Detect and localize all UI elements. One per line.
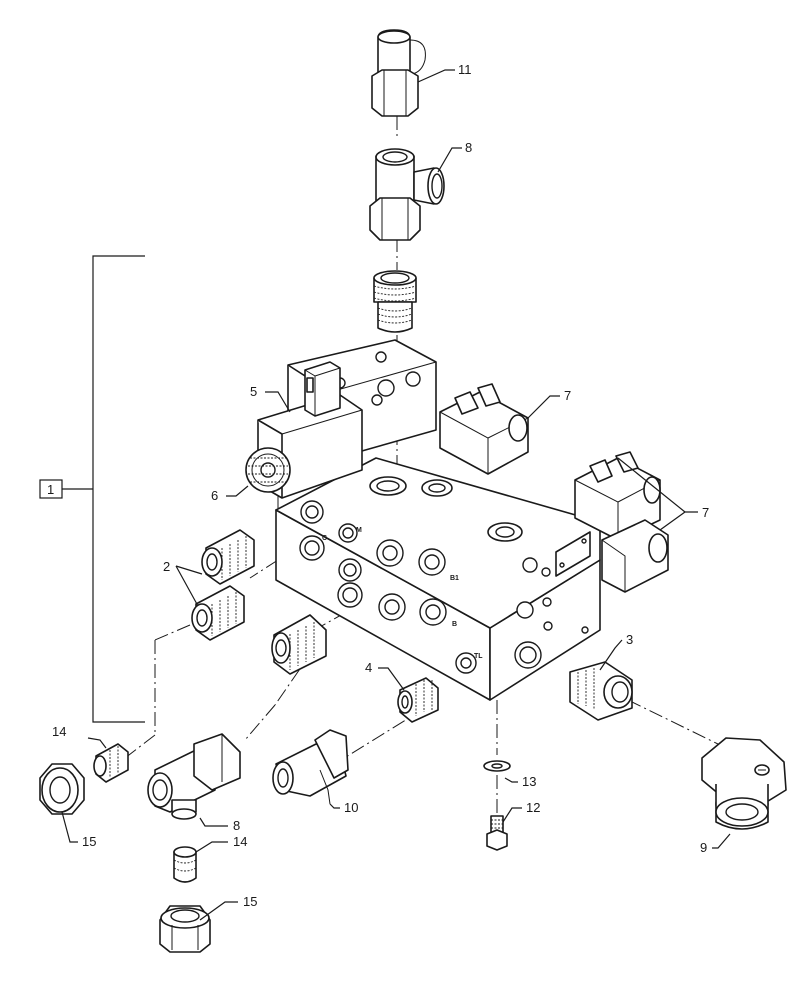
callout-1: 1 [47, 482, 54, 497]
washer-13 [483, 760, 511, 772]
threaded-adapter-top [373, 270, 417, 333]
callout-8-bottom: 8 [233, 818, 240, 833]
callout-9: 9 [700, 840, 707, 855]
callout-box-1 [39, 479, 63, 499]
callout-7-lower: 7 [702, 505, 709, 520]
leader-lines [61, 69, 731, 921]
tee-fitting-8-top [369, 148, 445, 241]
solenoid-valve-7-lower [574, 451, 669, 593]
solenoid-valve-7-upper [439, 383, 529, 475]
bolt-12 [486, 815, 508, 851]
port-label-tl: TL [474, 653, 483, 660]
adapter-fitting-2 [191, 529, 255, 641]
assembly-bracket [39, 255, 145, 723]
cap-nut-15-upper [39, 763, 85, 815]
test-coupling-11 [371, 29, 426, 117]
tee-fitting-8-bottom [147, 733, 241, 820]
callout-11: 11 [458, 62, 472, 77]
callout-12: 12 [526, 800, 540, 815]
callout-14-lower: 14 [233, 834, 247, 849]
callout-15-upper: 15 [82, 834, 96, 849]
callout-6: 6 [211, 488, 218, 503]
plug-fitting-4 [397, 677, 439, 723]
port-label-b1: B1 [450, 575, 459, 582]
port-label-m: M [356, 527, 362, 534]
callout-15-lower: 15 [243, 894, 257, 909]
callout-4: 4 [365, 660, 372, 675]
callout-14-upper: 14 [52, 724, 66, 739]
swivel-elbow-9 [701, 737, 787, 830]
threaded-adapter-mid [271, 614, 327, 675]
callout-7-upper: 7 [564, 388, 571, 403]
callout-10: 10 [344, 800, 358, 815]
plug-14-upper [93, 743, 129, 783]
callout-2: 2 [163, 559, 170, 574]
elbow-fitting-10 [272, 729, 349, 805]
port-label-c: C [322, 535, 327, 542]
callout-3: 3 [626, 632, 633, 647]
callout-numbers: 1 2 3 4 5 6 7 7 8 8 9 10 11 12 13 14 14 … [47, 62, 709, 909]
callout-5: 5 [250, 384, 257, 399]
callout-13: 13 [522, 774, 536, 789]
callout-8-top: 8 [465, 140, 472, 155]
solenoid-coil-5 [245, 361, 363, 499]
port-label-b: B [452, 621, 457, 628]
adapter-fitting-3 [569, 661, 633, 721]
plug-14-lower [173, 846, 197, 883]
cap-nut-15-lower [159, 905, 211, 953]
